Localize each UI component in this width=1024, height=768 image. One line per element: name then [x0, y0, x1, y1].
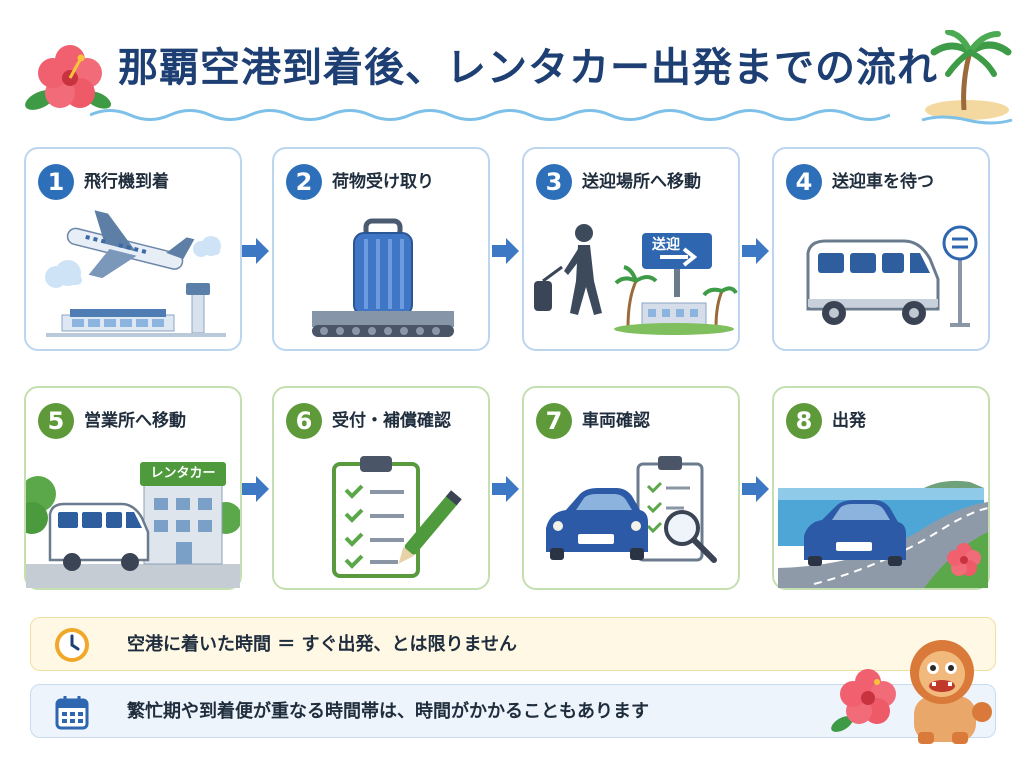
step-label: 車両確認 [582, 411, 650, 431]
note-timing: 空港に着いた時間 ＝ すぐ出発、とは限りません [30, 617, 996, 671]
step-number-badge: 7 [536, 403, 572, 439]
walking-traveler-sign-icon [534, 224, 738, 335]
car-coastal-road-icon [778, 476, 988, 588]
step-number-badge: 3 [536, 164, 572, 200]
step-card-3: 3 送迎場所へ移動 送迎 [522, 147, 740, 351]
step-card-7: 7 車両確認 [522, 386, 740, 590]
calendar-icon [55, 696, 89, 730]
step-card-2: 2 荷物受け取り [272, 147, 490, 351]
step-number-badge: 5 [38, 403, 74, 439]
hibiscus-icon [25, 45, 112, 110]
car-inspection-icon [546, 456, 717, 563]
step-label: 営業所へ移動 [84, 411, 186, 431]
luggage-carousel-icon [312, 218, 454, 337]
step-number-badge: 6 [286, 403, 322, 439]
step-card-4: 4 送迎車を待つ [772, 147, 990, 351]
step-label: 荷物受け取り [332, 172, 434, 192]
page-title: 那覇空港到着後、レンタカー出発までの流れ [118, 45, 938, 91]
step-label: 送迎車を待つ [832, 172, 934, 192]
shisa-lion-icon [910, 640, 992, 744]
step-number-badge: 2 [286, 164, 322, 200]
clipboard-checklist-icon [332, 456, 462, 578]
step-card-8: 8 出発 [772, 386, 990, 590]
step-label: 飛行機到着 [84, 172, 169, 192]
step-card-6: 6 受付・補償確認 [272, 386, 490, 590]
shuttle-van-bus-stop-icon [806, 225, 978, 327]
arrow-right-icon [492, 476, 519, 502]
arrow-right-icon [742, 238, 769, 264]
step-number-badge: 1 [38, 164, 74, 200]
step-number-badge: 4 [786, 164, 822, 200]
airplane-airport-icon [45, 210, 226, 337]
note-text: 繁忙期や到着便が重なる時間帯は、時間がかかることもあります [127, 701, 649, 722]
clock-icon [55, 628, 89, 662]
palm-island-icon [921, 30, 1013, 125]
step-label: 送迎場所へ移動 [582, 172, 701, 192]
step-number-badge: 8 [786, 403, 822, 439]
pickup-sign-text: 送迎 [652, 237, 680, 253]
arrow-right-icon [742, 476, 769, 502]
hibiscus-icon [831, 669, 896, 732]
step-label: 受付・補償確認 [332, 411, 451, 431]
arrow-right-icon [242, 476, 269, 502]
step-label: 出発 [832, 411, 866, 431]
step-card-1: 1 飛行機到着 [24, 147, 242, 351]
step-card-5: 5 営業所へ移動 レンタカー [24, 386, 242, 590]
arrow-right-icon [242, 238, 269, 264]
wave-decoration [90, 109, 890, 121]
note-text: 空港に着いた時間 ＝ すぐ出発、とは限りません [127, 634, 517, 655]
van-rental-office-icon [26, 462, 240, 588]
rental-office-sign-text: レンタカー [150, 466, 216, 481]
arrow-right-icon [492, 238, 519, 264]
